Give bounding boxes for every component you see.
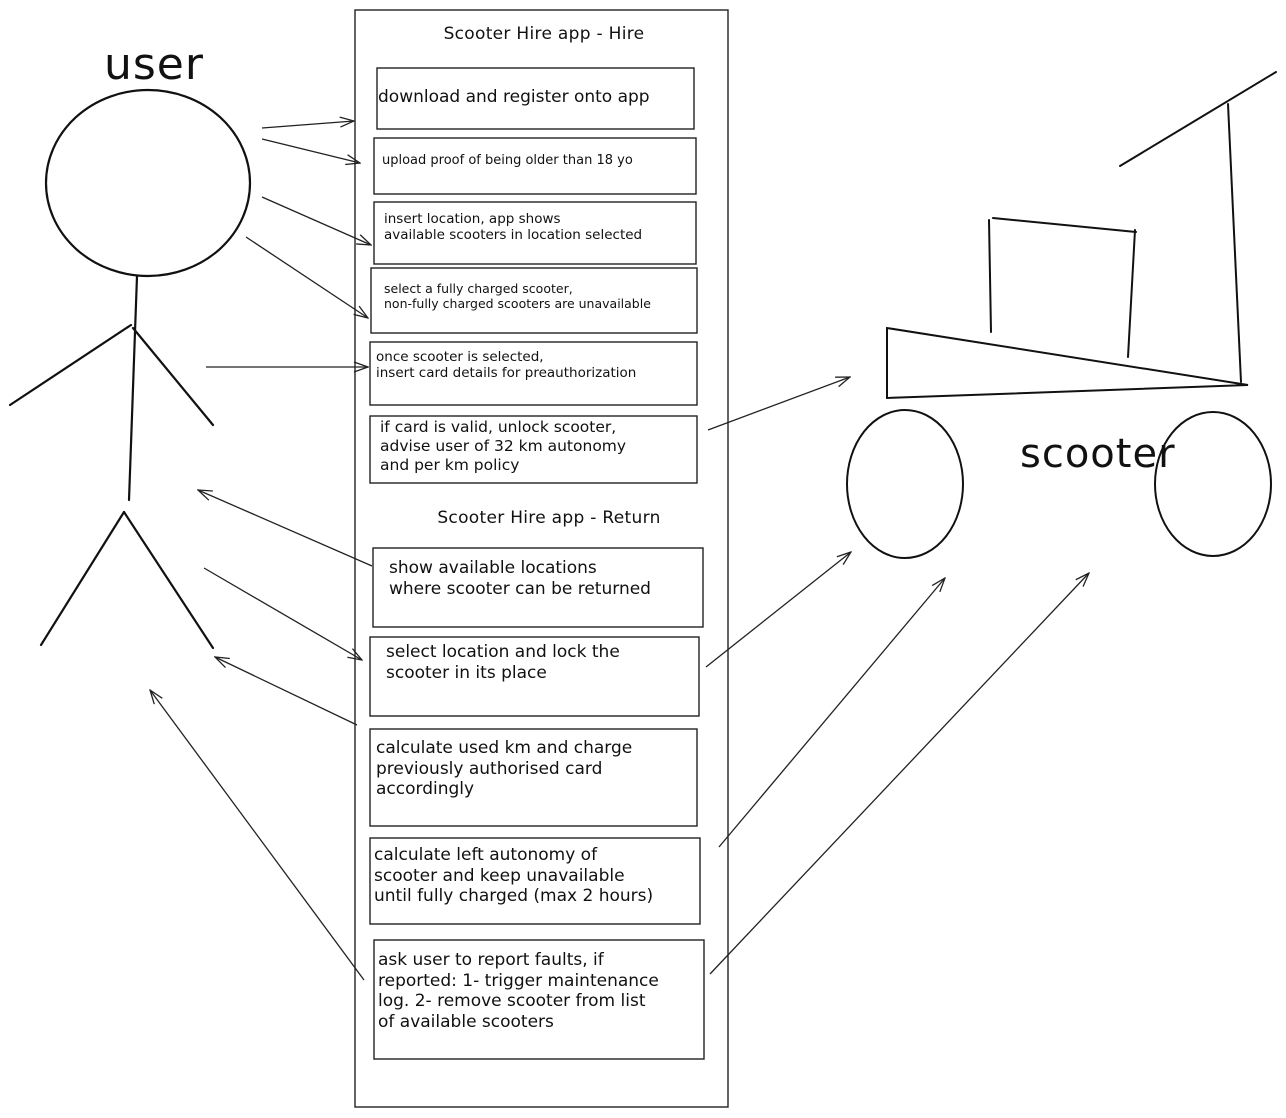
arrow-user-to-step-3 xyxy=(261,196,371,245)
step-box-10 xyxy=(369,837,701,925)
scooter-rear-wheel xyxy=(1154,411,1272,557)
user-head xyxy=(44,88,252,278)
user-right-leg xyxy=(122,510,215,650)
step-box-6 xyxy=(369,415,698,484)
user-left-arm xyxy=(8,323,133,407)
user-right-arm xyxy=(131,326,215,427)
scooter-stem xyxy=(1227,103,1242,383)
step-text-10: calculate left autonomy of scooter and k… xyxy=(374,845,654,907)
return-section-title: Scooter Hire app - Return xyxy=(437,508,661,528)
scooter-seat-top xyxy=(992,217,1137,233)
scooter-deck xyxy=(886,326,1249,400)
arrow-step-7-to-user xyxy=(198,490,373,567)
arrow-step-8-to-scooter xyxy=(705,552,851,668)
arrow-user-to-step-1 xyxy=(261,121,354,129)
user-label: user xyxy=(104,39,204,90)
step-box-2 xyxy=(373,137,697,195)
step-box-8 xyxy=(369,636,700,717)
arrow-step-6-to-scooter xyxy=(707,377,850,431)
step-text-11: ask user to report faults, if reported: … xyxy=(378,950,659,1033)
arrow-user-to-step-4 xyxy=(245,236,368,318)
step-text-9: calculate used km and charge previously … xyxy=(376,738,633,800)
user-actor xyxy=(8,88,252,650)
step-box-7 xyxy=(372,547,704,628)
step-text-7: show available locations where scooter c… xyxy=(389,558,651,599)
scooter-actor xyxy=(846,71,1277,559)
step-text-2: upload proof of being older than 18 yo xyxy=(382,153,633,168)
arrow-step-10-to-scooter xyxy=(718,578,945,848)
step-box-4 xyxy=(370,267,698,334)
step-text-3: insert location, app shows available sco… xyxy=(384,211,643,244)
step-box-11 xyxy=(373,939,705,1060)
step-box-1 xyxy=(376,67,695,130)
step-text-6: if card is valid, unlock scooter, advise… xyxy=(380,418,627,474)
hire-section-title: Scooter Hire app - Hire xyxy=(443,24,645,44)
scooter-seat-right xyxy=(1127,229,1136,358)
step-box-5 xyxy=(369,341,698,406)
step-text-4: select a fully charged scooter, non-full… xyxy=(384,281,651,312)
scooter-handle xyxy=(1119,71,1277,167)
arrow-step-9-to-user xyxy=(215,657,358,726)
arrow-user-to-step-2 xyxy=(261,138,360,163)
user-body xyxy=(127,274,139,502)
scooter-seat-left xyxy=(988,219,992,333)
scooter-front-wheel xyxy=(846,409,964,559)
scooter-label: scooter xyxy=(1020,431,1176,477)
arrow-user-to-step-8 xyxy=(203,567,362,660)
step-text-5: once scooter is selected, insert card de… xyxy=(376,349,637,382)
step-boxes xyxy=(369,67,705,1060)
arrows xyxy=(150,121,1089,981)
step-box-3 xyxy=(373,201,697,265)
step-box-9 xyxy=(369,728,698,827)
step-text-8: select location and lock the scooter in … xyxy=(386,642,620,683)
user-left-leg xyxy=(39,510,126,647)
arrow-step-11-to-scooter xyxy=(709,573,1089,975)
arrow-step-11-to-user xyxy=(150,690,365,981)
step-text-1: download and register onto app xyxy=(378,87,650,107)
